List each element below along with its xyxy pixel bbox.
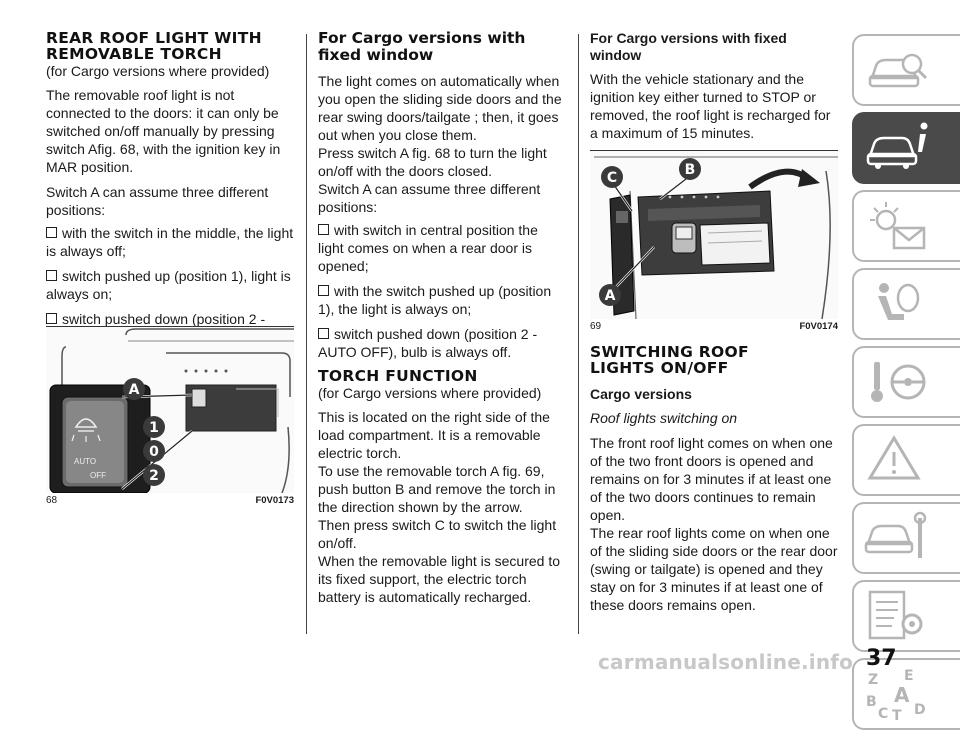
italic-heading: Roof lights switching on bbox=[590, 410, 738, 426]
paragraph: Switch A can assume three different posi… bbox=[318, 181, 541, 215]
section-title-line2: fixed window bbox=[318, 46, 434, 64]
checkbox-bullet-icon bbox=[46, 227, 57, 238]
paragraph: To use the removable torch A fig. 69, pu… bbox=[318, 463, 556, 515]
bullet-item: with the switch pushed up (position 1), … bbox=[318, 282, 566, 318]
index-letter: D bbox=[914, 702, 926, 718]
figure-69: C B A 69 F0V0174 bbox=[590, 150, 838, 335]
bullet-item: with switch in central position the ligh… bbox=[318, 221, 566, 275]
label-0: 0 bbox=[149, 444, 159, 460]
bullet-text: with the switch in the middle, the light… bbox=[46, 225, 294, 259]
spec-sheet-gear-icon bbox=[868, 590, 923, 640]
figure-number: 69 bbox=[590, 321, 602, 332]
bullet-text: switch pushed up (position 1), light is … bbox=[46, 268, 291, 302]
section-title-line1: REAR ROOF LIGHT WITH bbox=[46, 29, 262, 47]
tab-car-info[interactable] bbox=[852, 112, 960, 184]
section-title-line1: For Cargo versions with bbox=[318, 29, 526, 47]
paragraph: Then press switch C to switch the light … bbox=[318, 517, 557, 551]
switch-off-text: OFF bbox=[90, 471, 106, 480]
subsection-title: Cargo versions bbox=[590, 386, 692, 402]
column-2: For Cargo versions with fixed window The… bbox=[318, 30, 566, 613]
bullet-text: switch pushed down (position 2 - AUTO OF… bbox=[318, 326, 538, 360]
subsection-title-line1: For Cargo versions with fixed bbox=[590, 30, 787, 46]
column-divider-1 bbox=[306, 34, 307, 634]
section-title: REAR ROOF LIGHT WITH REMOVABLE TORCH bbox=[46, 30, 294, 62]
paragraph: Press switch A fig. 68 to turn the light… bbox=[318, 145, 547, 179]
warning-triangle-icon bbox=[867, 435, 921, 480]
switch-auto-text: AUTO bbox=[74, 457, 96, 466]
car-info-icon bbox=[866, 122, 928, 169]
tab-maintenance[interactable] bbox=[852, 502, 960, 574]
paragraph: When the removable light is secured to i… bbox=[318, 553, 561, 605]
index-letter: Z bbox=[868, 672, 878, 688]
label-a: A bbox=[605, 288, 616, 304]
checkbox-bullet-icon bbox=[46, 313, 57, 324]
index-letter: C bbox=[878, 706, 888, 722]
torch-section-title: TORCH FUNCTION bbox=[318, 367, 478, 385]
bullet-item: switch pushed up (position 1), light is … bbox=[46, 267, 294, 303]
checkbox-bullet-icon bbox=[318, 224, 329, 235]
figure-image: AUTO OFF A 1 0 2 bbox=[46, 326, 294, 494]
key-steering-wheel-icon bbox=[871, 362, 926, 402]
watermark: carmanualsonline.info bbox=[598, 650, 854, 674]
section-subtitle: (for Cargo versions where provided) bbox=[46, 63, 270, 79]
figure-68: AUTO OFF A 1 0 2 68 F0V0173 bbox=[46, 326, 294, 509]
subsection-title-line2: window bbox=[590, 47, 642, 63]
tab-safety[interactable] bbox=[852, 268, 960, 340]
checkbox-bullet-icon bbox=[318, 328, 329, 339]
figure-number: 68 bbox=[46, 495, 58, 506]
label-1: 1 bbox=[149, 420, 159, 436]
airbag-passenger-icon bbox=[878, 283, 920, 320]
section-title-line2: LIGHTS ON/OFF bbox=[590, 359, 729, 377]
checkbox-bullet-icon bbox=[46, 270, 57, 281]
paragraph: This is located on the right side of the… bbox=[318, 409, 550, 461]
tab-warning-lights[interactable] bbox=[852, 190, 960, 262]
paragraph: The removable roof light is not connecte… bbox=[46, 87, 281, 175]
bullet-text: with the switch pushed up (position 1), … bbox=[318, 283, 552, 317]
warning-light-envelope-icon bbox=[870, 202, 926, 250]
label-c: C bbox=[607, 170, 617, 186]
checkbox-bullet-icon bbox=[318, 285, 329, 296]
paragraph: With the vehicle stationary and the igni… bbox=[590, 71, 831, 141]
section-title: SWITCHING ROOF LIGHTS ON/OFF bbox=[590, 344, 840, 376]
torch-subtitle: (for Cargo versions where provided) bbox=[318, 385, 542, 401]
section-title-line2: REMOVABLE TORCH bbox=[46, 45, 222, 63]
torch-illustration: C B A bbox=[594, 156, 838, 320]
subsection-title: For Cargo versions with fixed window bbox=[590, 30, 840, 64]
index-letter: E bbox=[904, 668, 914, 684]
paragraph: The light comes on automatically when yo… bbox=[318, 73, 562, 143]
section-title: For Cargo versions with fixed window bbox=[318, 30, 566, 64]
figure-code: F0V0173 bbox=[255, 495, 294, 506]
roof-light-switch-illustration: AUTO OFF A 1 0 2 bbox=[49, 328, 294, 494]
figure-caption: 68 F0V0173 bbox=[46, 495, 294, 509]
label-2: 2 bbox=[149, 468, 159, 484]
bullet-text: with switch in central position the ligh… bbox=[318, 222, 538, 274]
paragraph: Switch A can assume three different posi… bbox=[46, 184, 269, 218]
alphabet-index-icon: Z E A B C T D bbox=[866, 668, 926, 722]
column-divider-2 bbox=[578, 34, 579, 634]
section-title-line1: SWITCHING ROOF bbox=[590, 343, 749, 361]
label-b: B bbox=[685, 162, 696, 178]
tab-starting-driving[interactable] bbox=[852, 346, 960, 418]
tab-technical-data[interactable] bbox=[852, 580, 960, 652]
page-number: 37 bbox=[866, 646, 897, 671]
column-1: REAR ROOF LIGHT WITH REMOVABLE TORCH (fo… bbox=[46, 30, 294, 353]
figure-caption: 69 F0V0174 bbox=[590, 321, 838, 335]
paragraph: The front roof light comes on when one o… bbox=[590, 435, 833, 523]
bullet-item: with the switch in the middle, the light… bbox=[46, 224, 294, 260]
index-letter: T bbox=[892, 708, 902, 722]
index-letter: B bbox=[866, 694, 877, 710]
label-a: A bbox=[129, 382, 140, 398]
tab-car-inspection[interactable] bbox=[852, 34, 960, 106]
chapter-sidebar: Z E A B C T D bbox=[852, 34, 960, 736]
bullet-item: switch pushed down (position 2 - AUTO OF… bbox=[318, 325, 566, 361]
figure-code: F0V0174 bbox=[799, 321, 838, 332]
column-3-lower: SWITCHING ROOF LIGHTS ON/OFF Cargo versi… bbox=[590, 344, 840, 621]
figure-image: C B A bbox=[590, 150, 838, 320]
car-wrench-icon bbox=[864, 511, 927, 558]
tab-emergency[interactable] bbox=[852, 424, 960, 496]
index-letter: A bbox=[894, 683, 910, 707]
car-magnifier-icon bbox=[868, 53, 928, 88]
paragraph: The rear roof lights come on when one of… bbox=[590, 525, 838, 613]
column-3: For Cargo versions with fixed window Wit… bbox=[590, 30, 840, 149]
